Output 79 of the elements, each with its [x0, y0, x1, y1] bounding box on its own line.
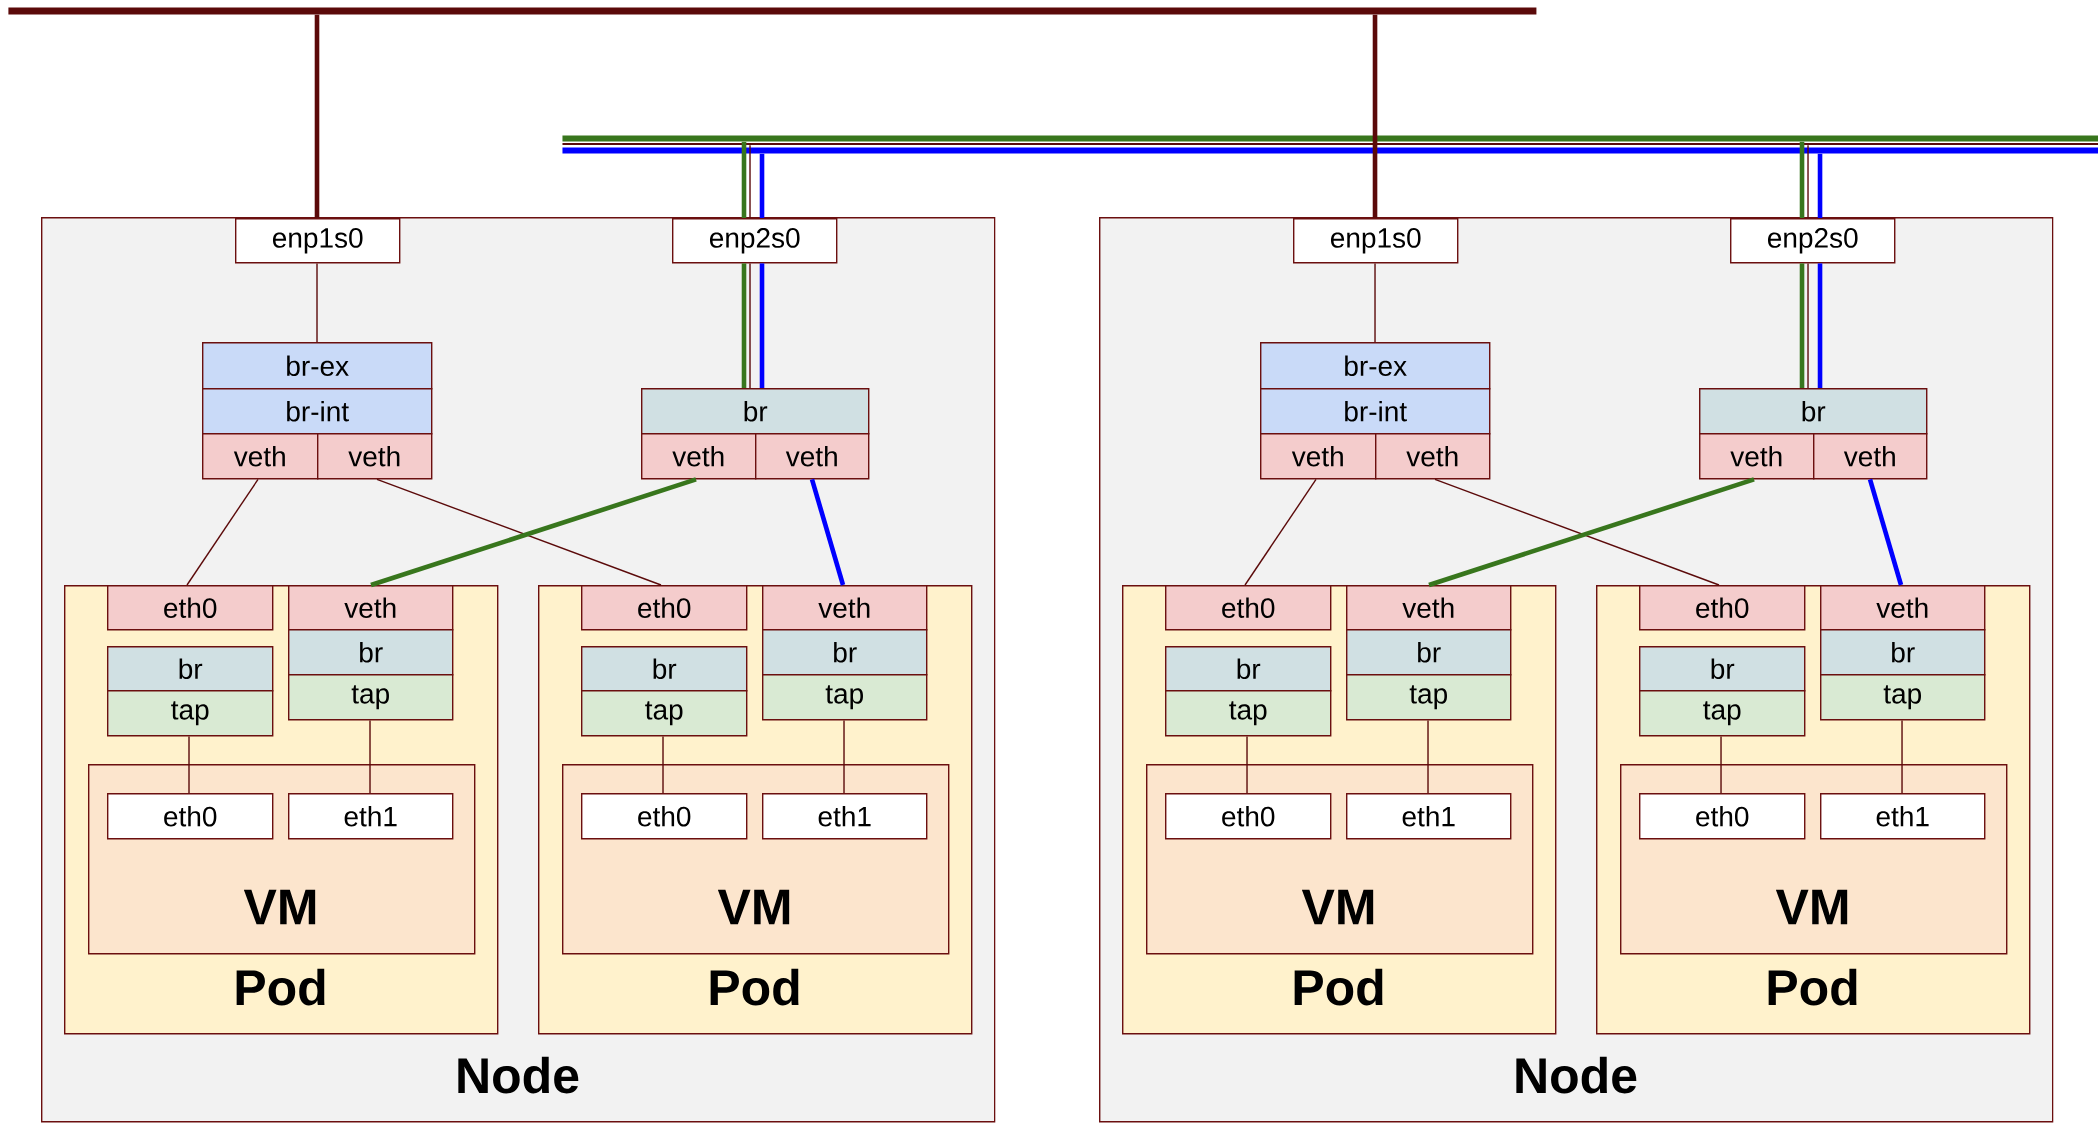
connector-line: [1799, 141, 1805, 218]
connector-line: [1867, 478, 1904, 586]
connector-line: [314, 14, 320, 218]
veth-box: veth: [317, 433, 433, 480]
bridge-box: br: [581, 646, 748, 692]
bridge-box: br: [288, 629, 454, 676]
veth-box: veth: [762, 585, 928, 631]
connector-line: [1817, 153, 1823, 218]
connector-line: [759, 153, 765, 218]
tap-box: tap: [288, 674, 454, 721]
tap-box: tap: [581, 690, 748, 737]
bridge-box: br: [762, 629, 928, 676]
interface-box: eth0: [1639, 585, 1806, 631]
interface-box: eth0: [581, 585, 748, 631]
connector-line: [1246, 735, 1248, 794]
bridge-box: br-int: [1260, 388, 1491, 435]
veth-box: veth: [755, 433, 870, 480]
connector-line: [1901, 719, 1903, 794]
bridge-box: br: [1639, 646, 1806, 692]
bridge-box: br-ex: [1260, 342, 1491, 390]
connector-line: [1799, 263, 1805, 388]
bridge-box: br: [1165, 646, 1332, 692]
interface-box: eth1: [1820, 793, 1986, 840]
interface-box: enp2s0: [1730, 218, 1896, 264]
connector-line: [1374, 262, 1376, 343]
interface-box: eth0: [581, 793, 748, 840]
interface-box: eth1: [288, 793, 454, 840]
bridge-box: br: [1820, 629, 1986, 676]
network-line: [562, 142, 2098, 145]
tap-box: tap: [1639, 690, 1806, 737]
connector-line: [1427, 719, 1429, 794]
veth-box: veth: [1699, 433, 1815, 480]
interface-box: eth1: [1346, 793, 1512, 840]
tap-box: tap: [1820, 674, 1986, 721]
connector-line: [1244, 478, 1317, 586]
connector-line: [741, 263, 747, 388]
interface-box: enp2s0: [672, 218, 838, 264]
veth-box: veth: [1813, 433, 1928, 480]
veth-box: veth: [1260, 433, 1377, 480]
connector-line: [188, 735, 190, 794]
interface-box: eth0: [107, 793, 274, 840]
interface-box: eth0: [1165, 585, 1332, 631]
bridge-box: br-ex: [202, 342, 433, 390]
tap-box: tap: [1346, 674, 1512, 721]
connector-line: [186, 478, 259, 586]
veth-box: veth: [1375, 433, 1491, 480]
connector-line: [1807, 144, 1809, 219]
bridge-box: br-int: [202, 388, 433, 435]
connector-line: [1807, 262, 1809, 389]
veth-box: veth: [1346, 585, 1512, 631]
tap-box: tap: [107, 690, 274, 737]
interface-box: eth0: [1639, 793, 1806, 840]
connector-line: [1817, 263, 1823, 388]
veth-box: veth: [202, 433, 319, 480]
connector-line: [316, 262, 318, 343]
connector-line: [749, 144, 751, 219]
veth-box: veth: [288, 585, 454, 631]
interface-box: eth0: [107, 585, 274, 631]
interface-box: enp1s0: [1293, 218, 1459, 264]
tap-box: tap: [762, 674, 928, 721]
bridge-box: br: [107, 646, 274, 692]
interface-box: eth0: [1165, 793, 1332, 840]
connector-line: [1372, 14, 1378, 218]
veth-box: veth: [1820, 585, 1986, 631]
connector-line: [759, 263, 765, 388]
connector-line: [749, 262, 751, 389]
connector-line: [809, 478, 846, 586]
connector-line: [369, 719, 371, 794]
bridge-box: br: [1699, 388, 1928, 435]
bridge-box: br: [641, 388, 870, 435]
connector-line: [662, 735, 664, 794]
connector-line: [843, 719, 845, 794]
interface-box: eth1: [762, 793, 928, 840]
interface-box: enp1s0: [235, 218, 401, 264]
connector-line: [1720, 735, 1722, 794]
connector-line: [741, 141, 747, 218]
bridge-box: br: [1346, 629, 1512, 676]
veth-box: veth: [641, 433, 757, 480]
tap-box: tap: [1165, 690, 1332, 737]
